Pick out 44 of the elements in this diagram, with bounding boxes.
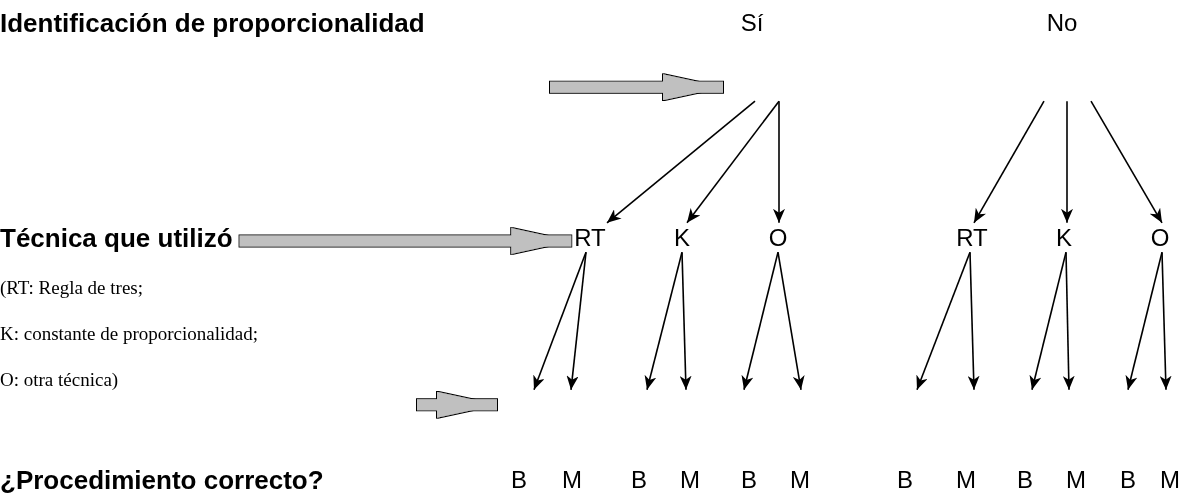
tree-node-label: B bbox=[1017, 466, 1033, 494]
block-arrow bbox=[417, 391, 497, 418]
row-heading: ¿Procedimiento correcto? bbox=[0, 465, 324, 495]
block-arrow bbox=[550, 74, 723, 101]
tree-node-label: RT bbox=[956, 224, 988, 252]
tree-node-label: B bbox=[631, 466, 647, 494]
arrow bbox=[679, 251, 692, 391]
arrow bbox=[1062, 251, 1075, 391]
arrow bbox=[973, 100, 1045, 224]
tree-node-label: O bbox=[768, 224, 788, 252]
arrow bbox=[566, 251, 587, 391]
arrow bbox=[773, 100, 785, 224]
arrow bbox=[533, 251, 587, 391]
tree-node-label: M bbox=[680, 466, 700, 494]
tree-node-label: M bbox=[562, 466, 582, 494]
tree-node-label: B bbox=[1120, 466, 1136, 494]
tree-node-label: M bbox=[1160, 466, 1180, 494]
row-heading: Técnica que utilizó bbox=[0, 223, 233, 253]
tree-node-label: Sí bbox=[740, 9, 764, 37]
tree-node-label: K bbox=[674, 224, 690, 252]
arrow bbox=[967, 251, 980, 391]
legend-note: (RT: Regla de tres; bbox=[0, 277, 143, 299]
tree-node-label: O bbox=[1150, 224, 1170, 252]
tree-node-label: RT bbox=[574, 224, 606, 252]
arrow bbox=[1159, 251, 1172, 391]
legend-note: K: constante de proporcionalidad; bbox=[0, 323, 258, 345]
block-arrow bbox=[239, 228, 572, 254]
arrow bbox=[606, 100, 756, 224]
tree-node-label: K bbox=[1056, 224, 1072, 252]
tree-node-label: M bbox=[956, 466, 976, 494]
arrow bbox=[1090, 100, 1163, 224]
arrow bbox=[916, 251, 971, 391]
tree-node-label: B bbox=[511, 466, 527, 494]
row-heading: Identificación de proporcionalidad bbox=[0, 8, 425, 38]
arrow bbox=[1061, 100, 1073, 224]
arrow bbox=[741, 251, 779, 391]
arrow bbox=[686, 100, 780, 224]
tree-node-label: B bbox=[897, 466, 913, 494]
legend-note: O: otra técnica) bbox=[0, 369, 119, 391]
arrow bbox=[777, 251, 805, 391]
tree-node-label: M bbox=[790, 466, 810, 494]
tree-node-label: M bbox=[1066, 466, 1086, 494]
tree-node-label: No bbox=[1046, 9, 1078, 37]
tree-node-label: B bbox=[741, 466, 757, 494]
